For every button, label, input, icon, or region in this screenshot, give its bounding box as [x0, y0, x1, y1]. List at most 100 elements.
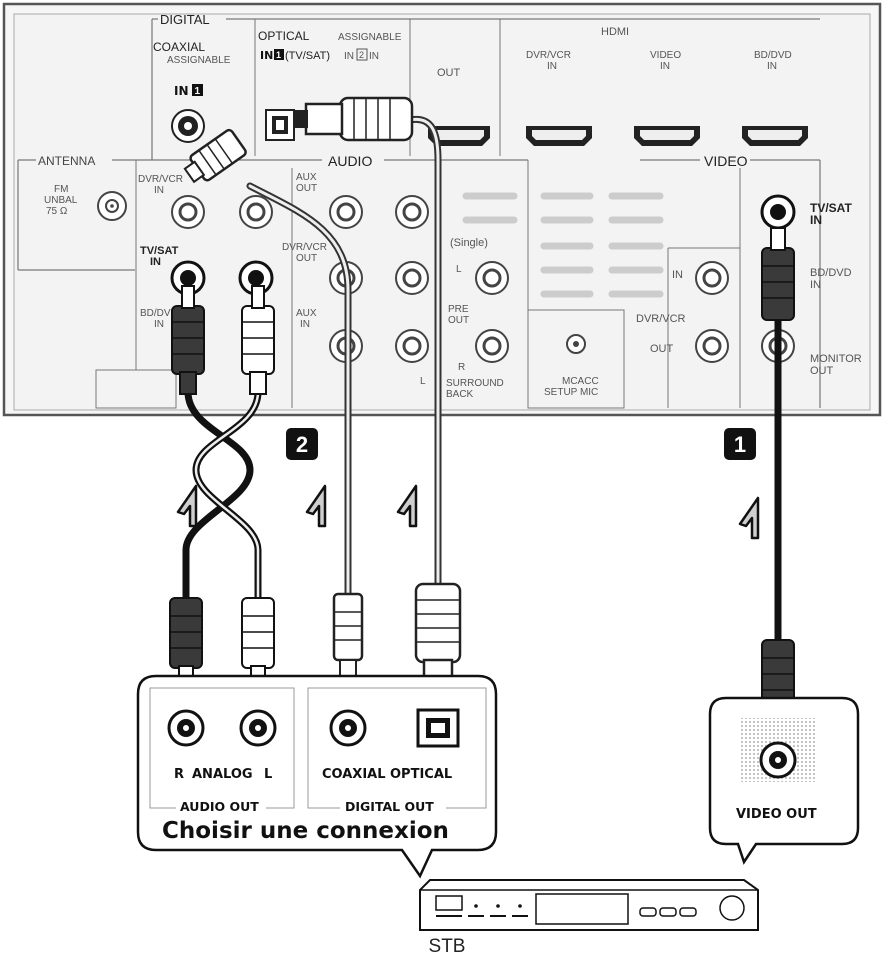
step-1-badge: 1 — [724, 428, 756, 460]
audio-out-label: AUDIO OUT — [180, 799, 259, 814]
analog-l-label: L — [264, 767, 272, 782]
digital-out-label: DIGITAL OUT — [345, 799, 434, 814]
fm-antenna-jack — [97, 191, 127, 221]
hdmi-dvr-vcr-port — [526, 126, 592, 146]
coaxial-in1-label: IN — [174, 84, 189, 98]
video-plug-receiver — [761, 247, 795, 321]
audio-jack — [239, 195, 273, 229]
optical-in1-name: (TV/SAT) — [285, 50, 330, 62]
analog-r-label: R — [174, 767, 184, 782]
digital-label: DIGITAL — [160, 12, 210, 27]
hdmi-bd-dvd-port — [742, 126, 808, 146]
video-label: VIDEO — [704, 153, 748, 169]
hdmi-video-port — [634, 126, 700, 146]
pre-out-l-label: L — [456, 264, 462, 275]
optical-in2-name: IN — [369, 51, 379, 62]
audio-jack — [329, 195, 363, 229]
video-dvr-vcr-out-label: OUT — [650, 343, 674, 355]
receiver-rear-panel: DIGITAL COAXIAL ASSIGNABLE IN 1 OPTICAL … — [2, 2, 882, 417]
direction-arrow-icon — [396, 484, 418, 528]
svg-text:2: 2 — [359, 50, 364, 60]
speaker-terminals — [462, 192, 664, 298]
optical-in1-label: IN — [260, 49, 273, 62]
hdmi-label: HDMI — [601, 26, 629, 38]
coaxial-assignable-label: ASSIGNABLE — [167, 55, 231, 66]
svg-text:1: 1 — [276, 50, 281, 60]
analog-r-plug-source — [169, 597, 203, 669]
antenna-label: ANTENNA — [38, 154, 95, 168]
analog-r-plug-receiver — [171, 305, 205, 375]
optical-in1-badge — [274, 49, 284, 60]
hdmi-out-port — [428, 126, 490, 146]
video-output-callout: VIDEO OUT — [708, 696, 860, 865]
optical-assignable-label: ASSIGNABLE — [338, 32, 402, 43]
audio-jack — [395, 329, 429, 363]
video-dvr-vcr-out-jack — [695, 329, 729, 363]
mcacc-setup-mic-jack — [566, 334, 586, 354]
audio-jack — [475, 329, 509, 363]
svg-text:2: 2 — [296, 432, 308, 457]
coaxial-label: COAXIAL — [153, 40, 205, 54]
mcacc-box — [527, 309, 625, 409]
stb-device-icon — [419, 879, 759, 931]
optical-output-port — [416, 708, 460, 748]
optical-in2-label: IN — [344, 51, 354, 62]
optical-label: OPTICAL — [258, 29, 310, 43]
coaxial-in1-jack — [171, 109, 205, 143]
direction-arrow-icon — [176, 484, 198, 528]
analog-l-plug-receiver — [241, 305, 275, 375]
analog-l-output-jack — [239, 709, 277, 747]
choose-connection-label: Choisir une connexion — [162, 818, 449, 844]
audio-jack — [395, 261, 429, 295]
stb-label: STB — [428, 936, 466, 957]
audio-jack — [171, 195, 205, 229]
aux-in-l-label: L — [420, 376, 426, 387]
analog-r-output-jack — [167, 709, 205, 747]
audio-label: AUDIO — [328, 153, 372, 169]
video-dvr-vcr-label: DVR/VCR — [636, 313, 686, 325]
video-cable — [761, 227, 795, 733]
single-label: (Single) — [450, 237, 488, 249]
svg-text:1: 1 — [734, 432, 746, 457]
panel-plate — [95, 369, 177, 409]
optical-out-label: OPTICAL — [390, 767, 452, 782]
video-tv-sat-in-jack — [760, 194, 796, 230]
video-output-jack — [759, 741, 797, 779]
surround-back-r-label: R — [458, 362, 465, 373]
coaxial-output-jack — [329, 709, 367, 747]
optical-in1-port — [265, 109, 295, 141]
audio-jack — [395, 195, 429, 229]
direction-arrow-icon — [305, 484, 327, 528]
audio-jack — [475, 261, 509, 295]
step-2-badge: 2 — [286, 428, 318, 460]
hdmi-out-label: OUT — [437, 67, 461, 79]
video-dvr-vcr-in-label: IN — [672, 269, 683, 281]
coaxial-plug — [332, 592, 364, 662]
video-dvr-vcr-in-jack — [695, 261, 729, 295]
direction-arrow-icon — [738, 496, 760, 540]
coaxial-out-label: COAXIAL — [322, 767, 386, 782]
svg-text:1: 1 — [195, 86, 201, 97]
video-out-label: VIDEO OUT — [736, 807, 817, 822]
analog-l-plug-source — [241, 597, 275, 669]
coaxial-cable — [183, 128, 364, 685]
analog-label: ANALOG — [192, 767, 253, 782]
coaxial-in1-badge — [192, 84, 203, 96]
